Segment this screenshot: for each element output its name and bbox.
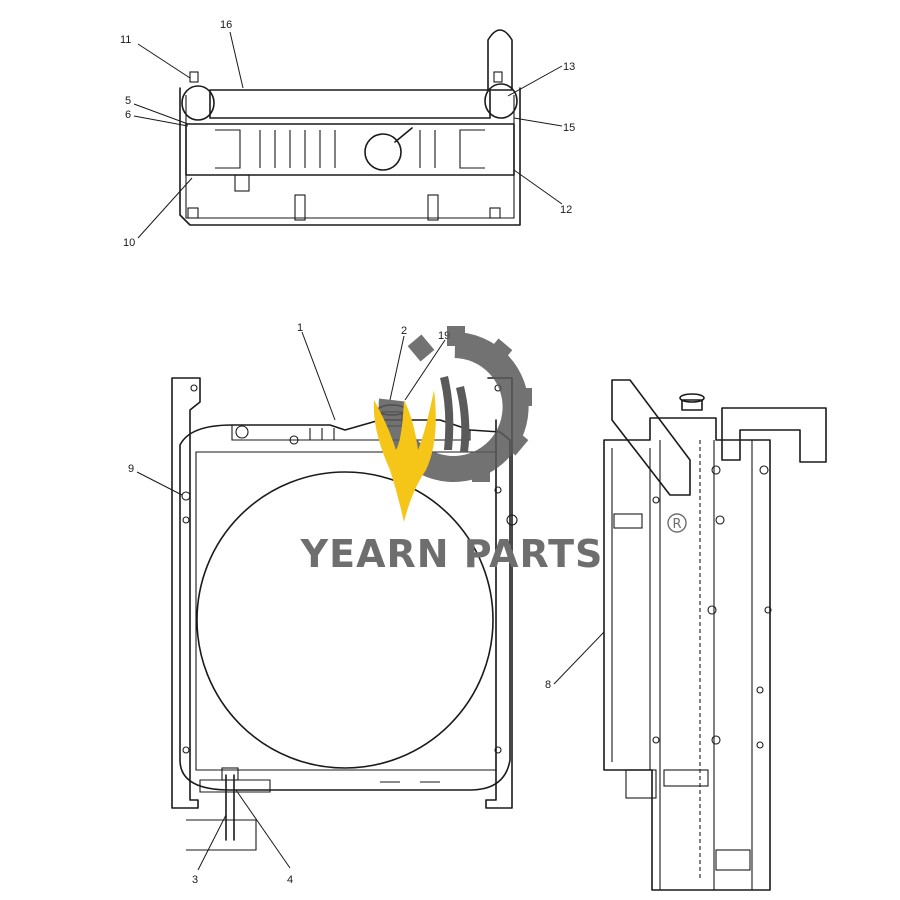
svg-text:R: R (672, 517, 681, 532)
callout-13: 13 (563, 61, 575, 73)
callout-3: 3 (192, 874, 198, 886)
leader-lines (133, 31, 605, 871)
callout-labels: 11 16 13 5 6 15 12 10 1 2 19 9 8 3 4 (120, 19, 575, 886)
watermark-brand-text: YEARN PARTS (300, 532, 604, 576)
callout-15: 15 (563, 122, 575, 134)
callout-12: 12 (560, 204, 572, 216)
callout-9: 9 (128, 463, 134, 475)
callout-2: 2 (401, 325, 407, 337)
callout-5: 5 (125, 95, 131, 107)
registered-mark: R (667, 513, 687, 533)
callout-8: 8 (545, 679, 551, 691)
callout-10: 10 (123, 237, 135, 249)
callout-16: 16 (220, 19, 232, 31)
side-view-assembly (603, 379, 827, 891)
callout-11: 11 (120, 34, 131, 46)
top-view-assembly (179, 29, 521, 226)
yearn-parts-watermark: YEARN PARTS R (300, 326, 687, 576)
callout-6: 6 (125, 109, 131, 121)
callout-4: 4 (287, 874, 293, 886)
callout-1: 1 (297, 322, 303, 334)
flame-icon (373, 376, 470, 522)
